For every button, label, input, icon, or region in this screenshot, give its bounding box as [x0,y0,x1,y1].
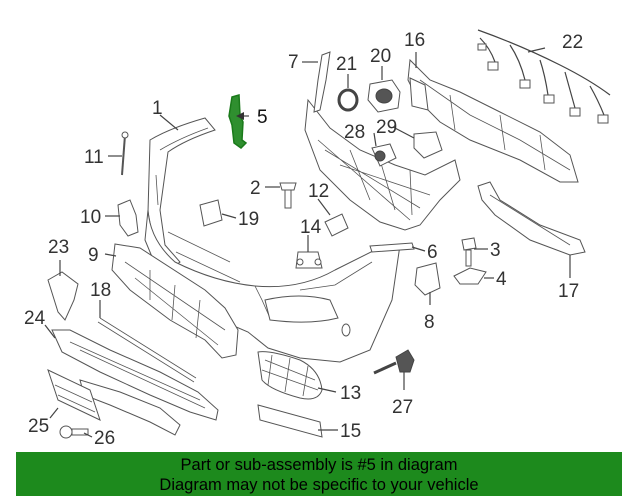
callout-2: 2 [250,178,261,199]
callout-24: 24 [24,308,46,329]
callout-7: 7 [288,52,299,73]
part-16-carrier-frame [407,58,579,183]
callout-25: 25 [28,416,49,437]
callout-12: 12 [308,181,329,202]
callout-19: 19 [238,209,259,230]
callout-1: 1 [152,98,163,119]
callout-4: 4 [496,269,507,290]
part-12-cap [324,213,349,237]
part-17-bracket [477,181,586,256]
callout-28: 28 [344,122,365,143]
part-24-lower-grille [51,329,219,421]
callout-20: 20 [370,46,391,67]
callout-18: 18 [90,280,111,301]
callout-9: 9 [88,245,99,266]
callout-6: 6 [427,242,438,263]
callout-5: 5 [257,107,268,128]
part-25-plate-bracket [47,369,101,421]
callout-8: 8 [424,312,435,333]
part-21-ring [337,88,359,112]
part-15-strip [257,404,323,438]
callout-26: 26 [94,428,115,449]
part-22-wiring-harness [477,29,611,124]
parts-diagram: 1 5 11 10 2 19 12 14 6 8 3 4 17 9 23 18 … [24,29,611,449]
banner-line-1: Part or sub-assembly is #5 in diagram [180,456,458,474]
callout-numbers: 1 5 11 10 2 19 12 14 6 8 3 4 17 9 23 18 … [24,30,583,449]
part-18-strip [97,317,197,383]
part-7-trim [313,51,331,113]
callout-17: 17 [558,281,579,302]
part-20-sensor [367,79,401,113]
callout-16: 16 [404,30,425,51]
part-3-bolt [461,237,477,267]
part-5-bracket [228,94,248,149]
callout-23: 23 [48,237,69,258]
part-28-sensor [371,143,397,167]
callout-14: 14 [300,217,322,238]
info-banner: Part or sub-assembly is #5 in diagram Di… [16,452,622,496]
part-10-bracket [117,199,139,237]
part-23-trim [47,271,79,321]
part-26-screw [59,425,89,439]
part-13-grille [257,351,323,400]
part-9-reinforcement [111,243,239,359]
part-19-block [199,199,223,227]
part-6-strip [369,242,415,253]
callout-11: 11 [84,147,104,168]
part-1-absorber [147,117,216,269]
part-bumper-cover [144,209,401,363]
callout-3: 3 [490,240,501,261]
part-5-shape [228,94,248,149]
callout-22: 22 [562,32,583,53]
part-27-sensor [373,349,415,375]
part-8-cap [414,262,441,296]
callout-29: 29 [376,117,397,138]
part-29-bracket [413,131,443,159]
banner-line-2: Diagram may not be specific to your vehi… [159,476,479,494]
part-14-bracket [295,251,323,269]
part-4-clip [453,267,487,285]
callout-21: 21 [336,54,357,75]
part-11-rod [121,131,129,176]
callout-10: 10 [80,207,101,228]
callout-27: 27 [392,397,413,418]
callout-13: 13 [340,383,361,404]
leader-lines [44,47,571,438]
part-2-clip [279,182,297,209]
callout-15: 15 [340,421,361,442]
